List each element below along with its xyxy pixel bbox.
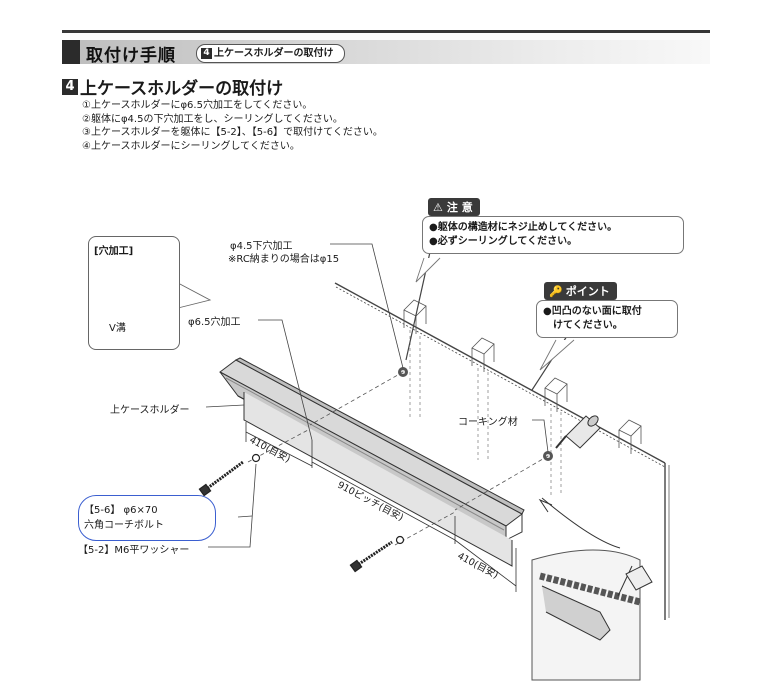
point-tag: 🔑 ポイント bbox=[544, 282, 617, 300]
caution-pointer bbox=[415, 257, 441, 283]
caulking-label: コーキング材 bbox=[458, 417, 518, 428]
point-line-1: ●凹凸のない面に取付 bbox=[543, 306, 642, 317]
header-chip: 4 上ケースホルダーの取付け bbox=[196, 44, 345, 63]
wall bbox=[334, 282, 670, 620]
step-list: ①上ケースホルダーにφ6.5穴加工をしてください。 ②躯体にφ4.5の下穴加工を… bbox=[82, 99, 383, 153]
rc-note-label: ※RC納まりの場合はφ15 bbox=[228, 254, 340, 265]
wall-studs bbox=[403, 299, 642, 454]
hole-65-label: φ6.5穴加工 bbox=[188, 317, 241, 328]
warning-icon: ⚠ bbox=[433, 200, 443, 214]
detail-pointer bbox=[177, 282, 212, 309]
hole-detail-title: [穴加工] bbox=[94, 246, 134, 257]
v-groove-label: V溝 bbox=[109, 323, 126, 334]
point-box: ●凹凸のない面に取付 けてください。 bbox=[536, 300, 678, 338]
key-icon: 🔑 bbox=[549, 284, 563, 298]
bolt-label-highlight bbox=[78, 495, 216, 541]
step-2: ②躯体にφ4.5の下穴加工をし、シーリングしてください。 bbox=[82, 113, 343, 125]
step-1: ①上ケースホルダーにφ6.5穴加工をしてください。 bbox=[82, 100, 313, 111]
stud-dash-lines bbox=[409, 330, 562, 495]
dimension-lines bbox=[245, 422, 517, 592]
header-block bbox=[62, 40, 80, 64]
top-rule bbox=[62, 30, 710, 33]
upper-case-holder bbox=[219, 357, 525, 567]
caution-box: ●躯体の構造材にネジ止めしてください。 ●必ずシーリングしてください。 bbox=[422, 216, 684, 254]
point-pointer bbox=[539, 339, 575, 371]
alignment-lines bbox=[247, 371, 549, 546]
header-chip-number: 4 bbox=[201, 48, 212, 59]
section-number: 4 bbox=[62, 78, 78, 95]
point-line-2: けてください。 bbox=[553, 320, 623, 331]
header-band bbox=[62, 40, 710, 64]
pilot-hole-label: φ4.5下穴加工 bbox=[230, 241, 293, 252]
caution-tag: ⚠ 注 意 bbox=[428, 198, 480, 216]
holder-label: 上ケースホルダー bbox=[110, 405, 190, 416]
bolt-label-line-1: 【5-6】 φ6×70 bbox=[84, 505, 158, 516]
caution-line-2: ●必ずシーリングしてください。 bbox=[429, 236, 578, 247]
coach-bolts bbox=[198, 453, 405, 573]
caution-tag-label: 注 意 bbox=[446, 201, 473, 214]
caulking-tube bbox=[555, 415, 601, 449]
bolt-label-line-2: 六角コーチボルト bbox=[84, 520, 164, 531]
section-title-text: 上ケースホルダーの取付け bbox=[80, 79, 284, 99]
washer-label: 【5-2】M6平ワッシャー bbox=[78, 545, 190, 556]
section-title: 4 上ケースホルダーの取付け bbox=[62, 74, 283, 99]
magnified-detail bbox=[531, 497, 653, 681]
header-title: 取付け手順 bbox=[86, 46, 176, 66]
caution-line-1: ●躯体の構造材にネジ止めしてください。 bbox=[429, 222, 618, 233]
header-chip-label: 上ケースホルダーの取付け bbox=[214, 48, 334, 59]
step-3: ③上ケースホルダーを躯体に【5-2】、【5-6】で取付けてください。 bbox=[82, 127, 383, 138]
hole-detail-box: [穴加工] V溝 bbox=[88, 236, 180, 350]
point-tag-label: ポイント bbox=[565, 285, 610, 298]
step-4: ④上ケースホルダーにシーリングしてください。 bbox=[82, 140, 300, 152]
